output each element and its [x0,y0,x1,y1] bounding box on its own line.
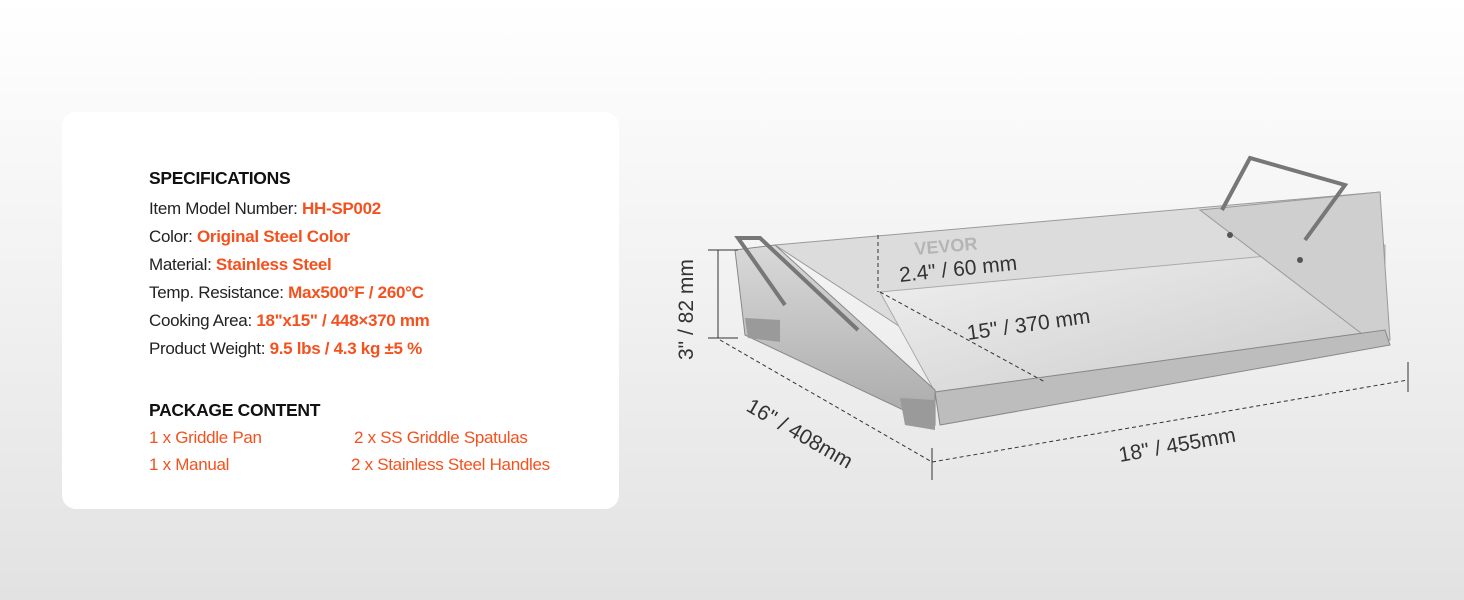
spec-label: Product Weight: [149,339,270,358]
dimension-width: 18" / 455mm [1117,424,1238,467]
spec-row-area: Cooking Area: 18"x15" / 448×370 mm [149,311,430,331]
dimension-depth: 16" / 408mm [743,394,857,473]
spec-label: Material: [149,255,216,274]
spec-value: Max500°F / 260°C [288,283,424,302]
package-item: 2 x Stainless Steel Handles [351,455,550,474]
specifications-heading: SPECIFICATIONS [149,168,291,188]
package-item: 1 x Manual [149,455,230,474]
spec-row-temp: Temp. Resistance: Max500°F / 260°C [149,283,424,303]
griddle-pan-image: VEVOR [734,155,1391,430]
spec-value: Stainless Steel [215,255,332,274]
package-heading: PACKAGE CONTENT [149,400,321,420]
spec-row-model: Item Model Number: HH-SP002 [149,199,381,219]
spec-label: Temp. Resistance: [149,283,289,302]
spec-value: 9.5 lbs / 4.3 kg ±5 % [269,339,423,358]
handle-left [734,236,860,332]
spec-label: Item Model Number: [149,199,303,218]
spec-value: HH-SP002 [302,199,381,218]
specifications-card: SPECIFICATIONS Item Model Number: HH-SP0… [62,112,619,509]
spec-row-weight: Product Weight: 9.5 lbs / 4.3 kg ±5 % [149,339,422,359]
handle-right [1220,155,1349,242]
spec-value: 18"x15" / 448×370 mm [256,311,430,330]
spec-label: Color: [149,227,197,246]
spec-label: Cooking Area: [149,311,257,330]
package-item: 2 x SS Griddle Spatulas [354,428,528,447]
spec-row-color: Color: Original Steel Color [149,227,350,247]
dimension-height: 3" / 82 mm [675,259,698,360]
spec-row-material: Material: Stainless Steel [149,255,332,275]
spec-value: Original Steel Color [196,227,350,246]
package-item: 1 x Griddle Pan [149,428,262,447]
